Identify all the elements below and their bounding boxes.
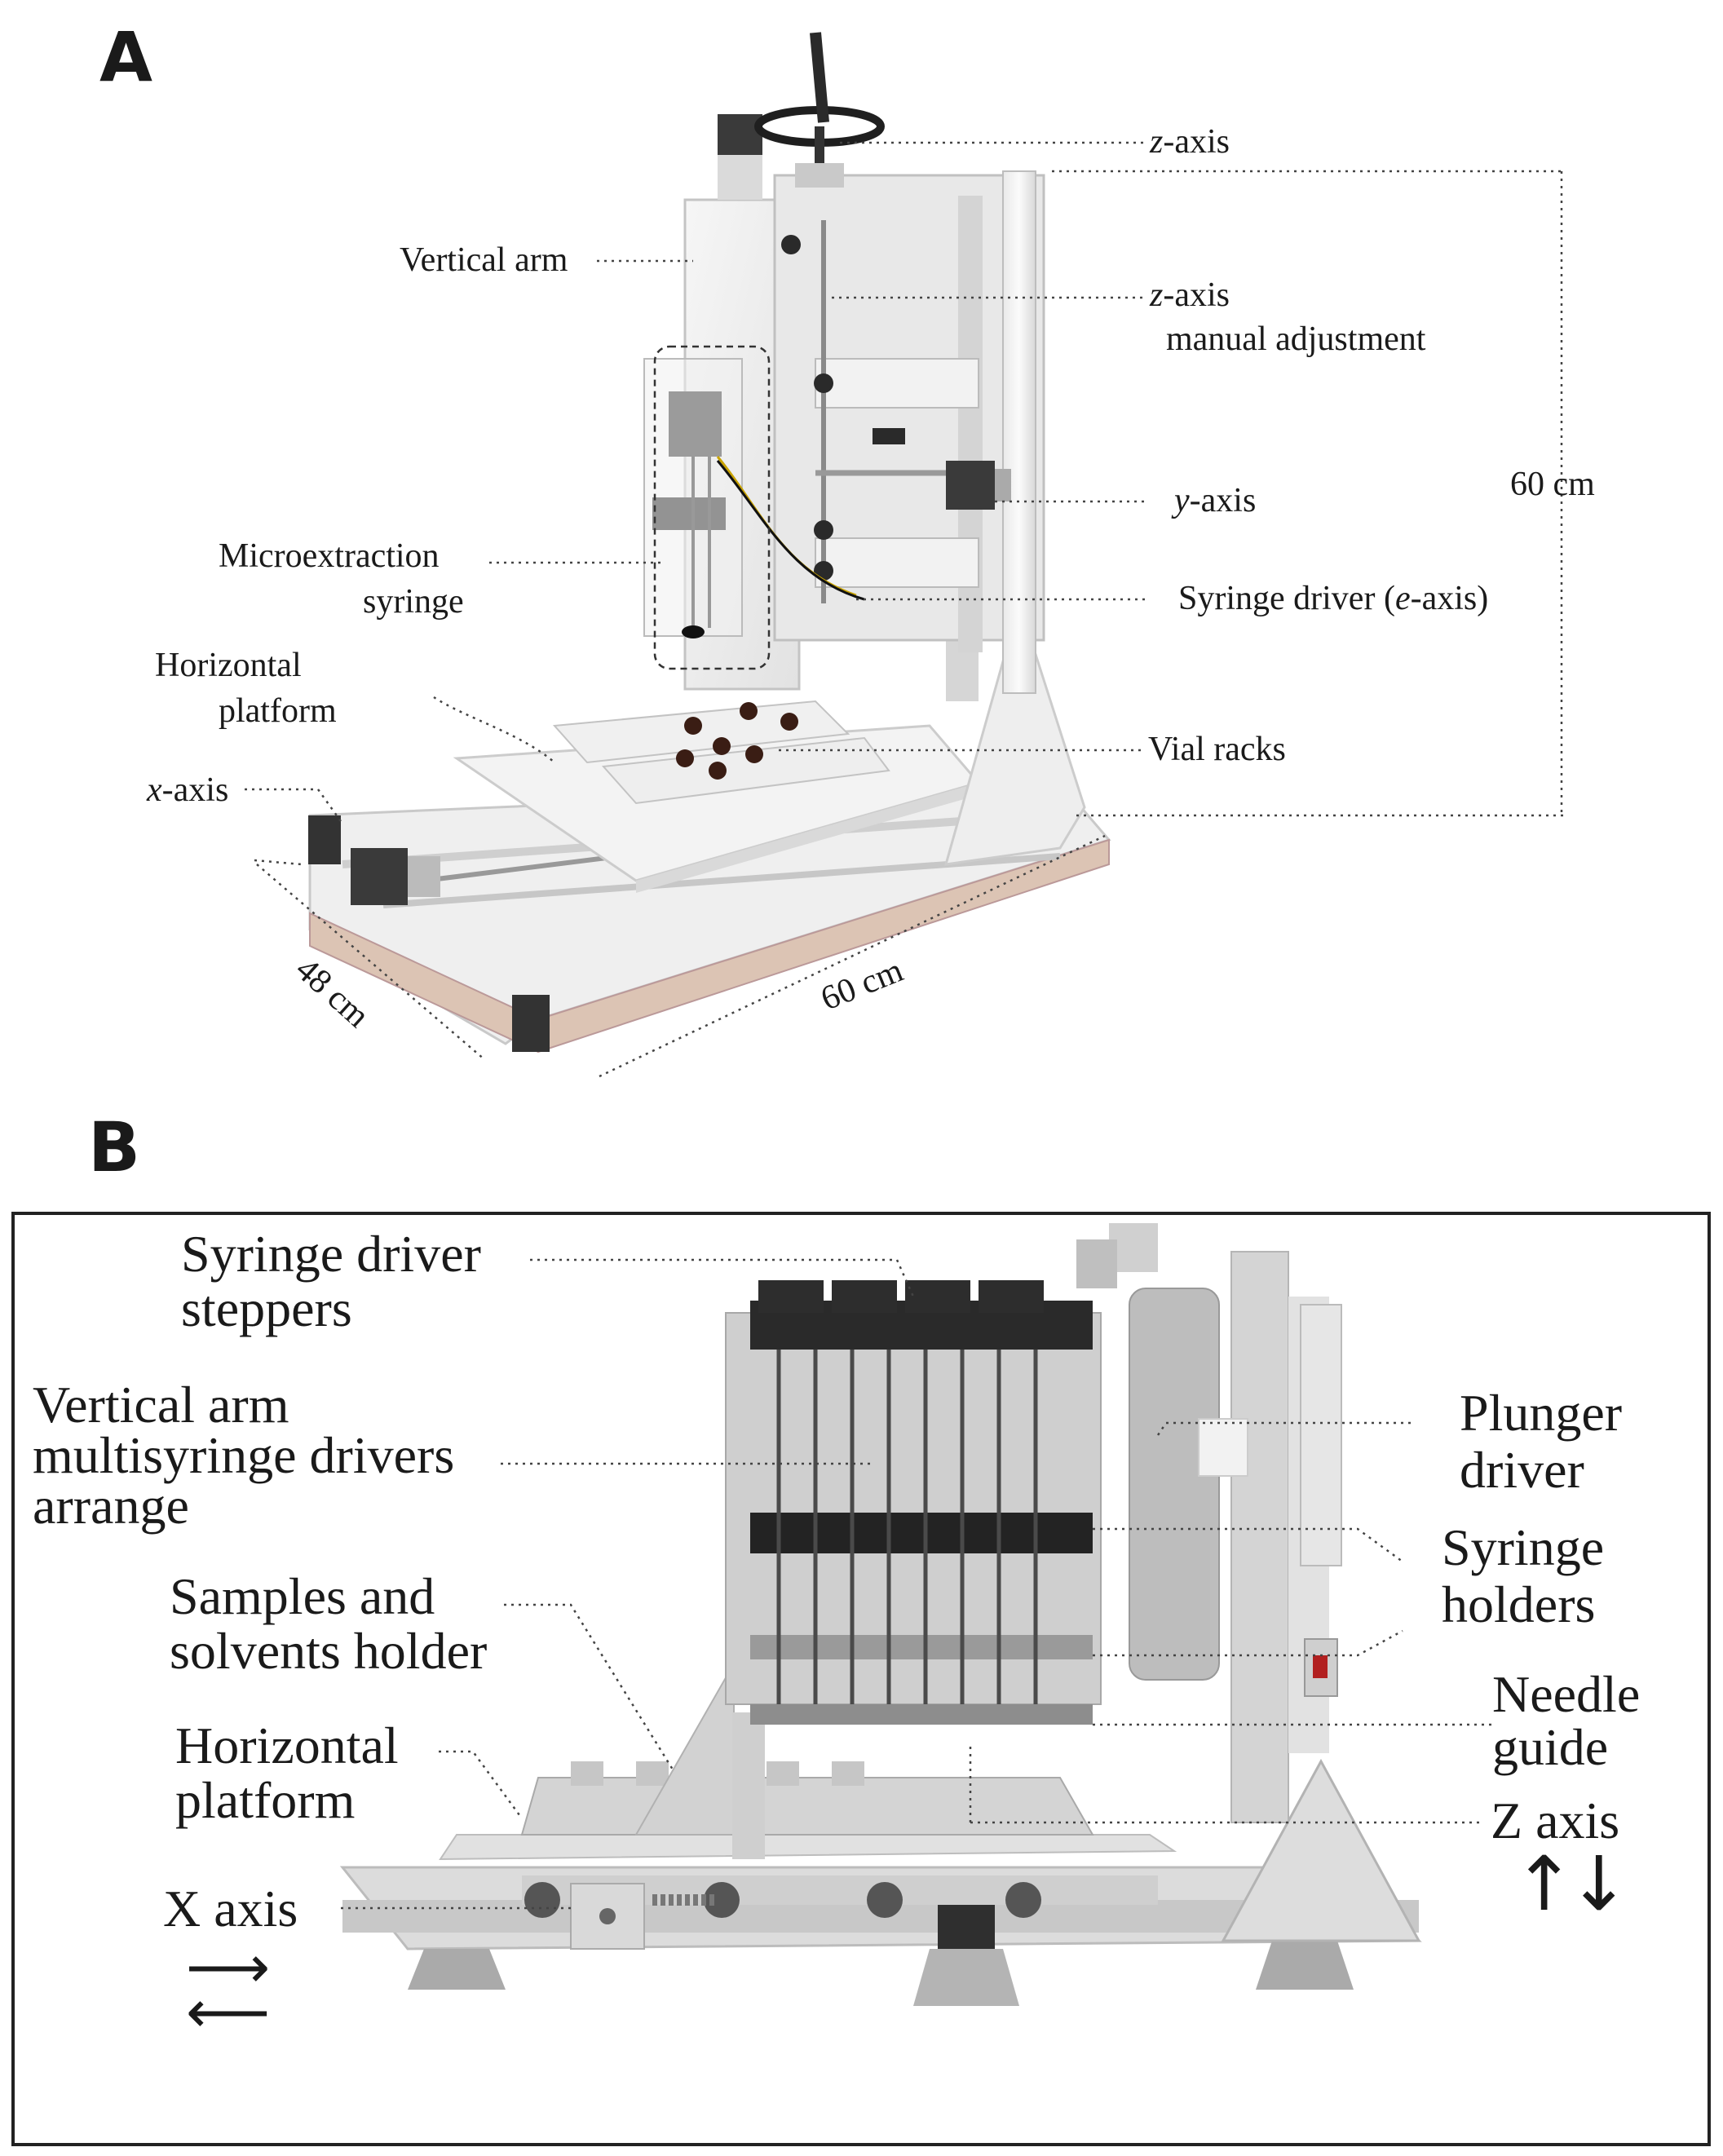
panel-b-letter: B <box>88 1107 141 1187</box>
panel-b-perforated-plate <box>1300 1304 1342 1566</box>
panel-a-letter: A <box>99 17 153 97</box>
panel-b-holders-label-line1: Syringe <box>1442 1518 1605 1576</box>
panel-b-x-axis-label: X axis <box>163 1880 298 1937</box>
panel-a-vertical-arm-label: Vertical arm <box>400 241 568 279</box>
panel-a-x-axis-label: x-axis <box>147 771 229 809</box>
panel-b-needle-label-line2: guide <box>1492 1718 1609 1776</box>
panel-a-syringe-carriage <box>643 358 865 638</box>
panel-a-syringe-highlight <box>653 345 771 670</box>
panel-b-plunger-label-line2: driver <box>1460 1441 1584 1499</box>
panel-a-syringe-driver-label: Syringe driver (e-axis) <box>1178 580 1489 617</box>
panel-a-z-axis-label: z-axis <box>1150 123 1230 161</box>
panel-b-vertical-arm <box>725 1280 1102 1725</box>
panel-b-x-axis-right-arrow-icon: ⟶ <box>186 1933 271 2001</box>
panel-b-vertical-label-line2: multisyringe drivers <box>33 1426 455 1484</box>
panel-a-height-label: 60 cm <box>1510 466 1595 503</box>
panel-b-stepper-label-line2: steppers <box>181 1279 352 1337</box>
panel-b-plunger-driver <box>1076 1223 1248 1681</box>
panel-a-x-stepper <box>351 848 440 905</box>
panel-b-holders-label-line2: holders <box>1442 1575 1596 1633</box>
panel-b-vertical-label-line3: arrange <box>33 1477 189 1535</box>
panel-a-z-motor <box>718 32 885 200</box>
panel-a-z-manual-label-line1: z-axis <box>1150 276 1230 314</box>
panel-b-z-axis-arrows-icon: ↑↓ <box>1513 1840 1630 1928</box>
panel-b-stepper-label-line1: Syringe driver <box>181 1225 481 1283</box>
panel-a-y-axis-label: y-axis <box>1174 482 1257 519</box>
panel-a-microextraction-label-line2: syringe <box>363 583 464 621</box>
panel-a-illustration <box>245 32 1566 1078</box>
panel-a-z-manual-label-line2: manual adjustment <box>1166 320 1426 358</box>
panel-b-x-axis-left-arrow-icon: ⟵ <box>186 1977 271 2046</box>
panel-a-horizontal-label-line1: Horizontal <box>155 647 302 684</box>
panel-b-needle-label-line1: Needle <box>1492 1665 1641 1723</box>
panel-a-horizontal-label-line2: platform <box>219 692 337 730</box>
panel-b-z-axis-label: Z axis <box>1491 1792 1620 1849</box>
panel-b-samples-label-line1: Samples and <box>170 1567 435 1625</box>
panel-b-horizontal-label-line1: Horizontal <box>175 1716 399 1774</box>
panel-a-y-stepper <box>946 461 1011 510</box>
panel-b-horizontal-platform <box>439 1834 1177 1950</box>
panel-a-microextraction-label-line1: Microextraction <box>219 537 440 575</box>
panel-a-leader-lines <box>245 141 1566 1078</box>
panel-a-vial-racks <box>552 700 890 805</box>
panel-a-vial-racks-label: Vial racks <box>1148 731 1286 768</box>
panel-b-plunger-label-line1: Plunger <box>1460 1384 1623 1442</box>
panel-b-vertical-label-line1: Vertical arm <box>33 1376 289 1434</box>
panel-b-leader-lines <box>341 1258 1492 1910</box>
panel-b-left-support <box>634 1660 765 1859</box>
panel-b-samples-label-line2: solvents holder <box>170 1622 488 1680</box>
panel-b-horizontal-label-line2: platform <box>175 1771 356 1829</box>
